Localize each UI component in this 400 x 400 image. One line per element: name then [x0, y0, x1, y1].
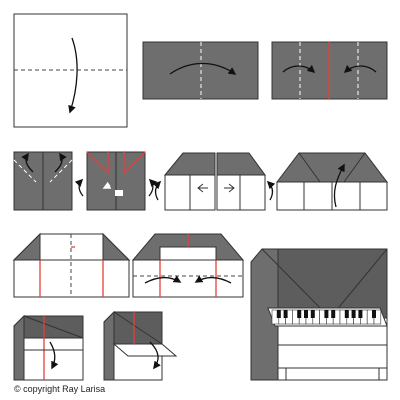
step-5-crease-right: [123, 151, 146, 174]
step-6-base-right: [216, 174, 266, 211]
step-7-arrow-up: [333, 163, 345, 208]
step-9-flap: [159, 246, 217, 261]
step-5: [74, 151, 158, 211]
step-6-roof-right: [216, 152, 266, 176]
step-4-fold-right: [49, 159, 73, 183]
step-10: [13, 314, 84, 381]
piano-black-key: [283, 310, 288, 318]
step-12-body: [277, 317, 388, 381]
piano-black-key: [324, 310, 329, 318]
step-1: [13, 13, 128, 128]
step-1-fold-arrow: [68, 37, 78, 114]
step-11: [103, 310, 178, 381]
step-3: [271, 41, 388, 100]
piano-black-key: [372, 310, 376, 318]
step-9-base: [132, 259, 244, 298]
piano-black-key: [358, 310, 363, 318]
step-11-diag: [113, 311, 163, 345]
step-8-side-left: [12, 232, 41, 261]
piano-black-key: [276, 310, 281, 318]
step-5-arrow-left: [74, 178, 84, 197]
step-6: [152, 152, 276, 211]
step-5-marker: [115, 190, 123, 196]
step-12-lid-diag-1: [261, 248, 331, 319]
step-10-arrow: [49, 341, 59, 370]
step-9-arrow-right: [194, 275, 232, 284]
step-10-side: [13, 314, 25, 381]
step-8-side-right: [102, 232, 131, 261]
step-4: [13, 151, 73, 211]
step-12: [250, 248, 388, 381]
step-8: [12, 232, 131, 298]
step-2-fold-arrow: [169, 62, 237, 75]
step-4-arrow-right: [54, 152, 67, 173]
step-9-arrow-left: [144, 275, 182, 284]
step-10-diag: [23, 315, 84, 339]
copyright-notice: © copyright Ray Larisa: [14, 384, 106, 394]
piano-black-key: [310, 310, 315, 318]
step-6-arrow-left: [152, 180, 162, 201]
step-12-keyboard: [271, 309, 382, 325]
piano-black-key: [304, 310, 308, 318]
step-4-fold-left: [13, 159, 37, 183]
piano-black-key: [297, 310, 302, 318]
step-11-arrow: [149, 341, 161, 370]
step-3-arrow-left: [282, 64, 316, 74]
piano-black-key: [331, 310, 336, 318]
step-2: [142, 41, 259, 100]
piano-black-key: [351, 310, 356, 318]
step-6-roof-left: [163, 152, 216, 176]
step-7: [275, 152, 389, 211]
step-11-shelf: [112, 343, 178, 357]
step-7-roof-diag-right: [343, 152, 366, 183]
step-4-arrow-left: [21, 152, 34, 173]
step-7-roof: [275, 152, 389, 183]
step-12-lid-diag-2: [329, 248, 388, 319]
step-6-arrow-right: [266, 180, 276, 201]
step-12-leg-right: [378, 367, 388, 381]
step-5-crease-left: [86, 151, 109, 174]
step-3-arrow-right: [343, 64, 377, 74]
step-9: [131, 233, 245, 298]
step-5-small-arrow: [102, 181, 112, 189]
step-12-leg-left: [277, 367, 287, 381]
step-11-side: [103, 310, 115, 381]
piano-black-key: [344, 310, 349, 318]
step-5-arrow-right: [148, 178, 158, 197]
step-10-front: [23, 337, 84, 381]
step-7-roof-diag-left: [298, 152, 321, 183]
